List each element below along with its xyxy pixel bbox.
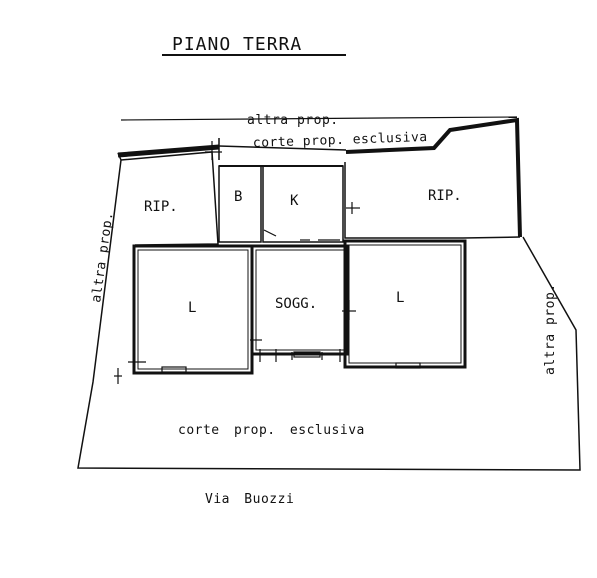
top-neighbor-line — [120, 116, 518, 121]
room-rip-right: RIP. — [428, 188, 462, 204]
room-living-right: L — [396, 290, 404, 306]
label-left-neighbor: altra prop. — [89, 211, 117, 304]
top-courtyard-right-wall — [345, 117, 522, 238]
label-bottom-courtyard: corte prop. esclusiva — [178, 423, 365, 438]
room-living-center: SOGG. — [275, 296, 317, 312]
top-boundary-wall-left — [117, 144, 220, 158]
sogg-walls — [250, 244, 350, 356]
living-right-walls — [343, 239, 467, 369]
room-bathroom: B — [234, 189, 242, 205]
top-courtyard-lower-edge — [218, 145, 347, 151]
label-top-neighbor: altra prop. — [247, 113, 339, 128]
rip-right-outline — [344, 162, 521, 239]
openings — [114, 141, 421, 384]
living-right-inner — [348, 244, 462, 364]
room-living-left: L — [188, 300, 196, 316]
room-rip-left: RIP. — [144, 199, 178, 215]
living-left-inner — [137, 249, 249, 370]
label-right-neighbor: altra prop. — [543, 283, 558, 375]
plan-title: PIANO TERRA — [172, 34, 302, 55]
label-street: Via Buozzi — [205, 492, 294, 507]
room-kitchen: K — [290, 193, 299, 209]
label-top-courtyard: corte prop. esclusiva — [253, 130, 428, 151]
kitchen-outline — [262, 165, 344, 243]
